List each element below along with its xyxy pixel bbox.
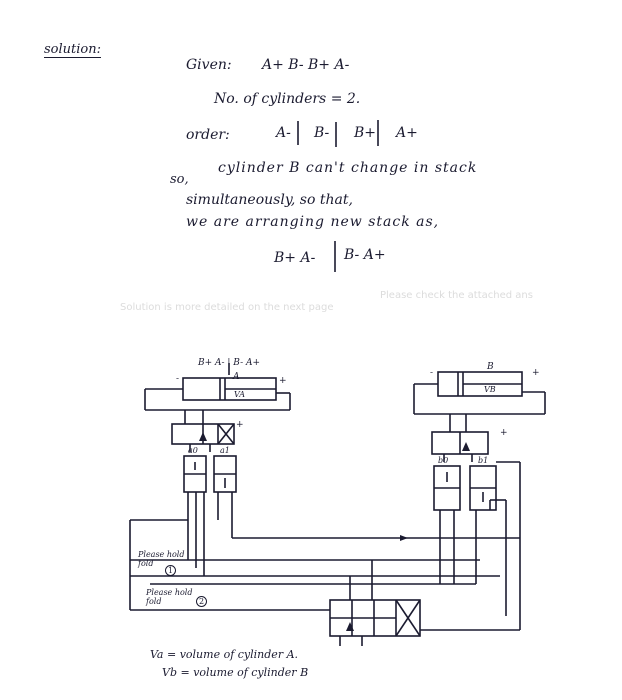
main-valve-b (431, 414, 489, 462)
explain-line-2: simultaneously, so that, (186, 192, 353, 208)
new-stack-left: B+ A- (274, 250, 316, 266)
valve-label-b0: b0 (438, 456, 449, 465)
explain-line-1: cylinder B can't change in stack (218, 160, 478, 176)
cylinder-a-minus: - (176, 374, 180, 384)
order-label: order: (186, 127, 230, 143)
limit-valves-b (433, 465, 507, 616)
cylinder-b-plus: + (532, 368, 540, 378)
cylinder-b-minus: - (430, 368, 434, 378)
bottom-valve-block (329, 599, 520, 646)
manual-valve-b-plus: + (500, 428, 508, 438)
definition-vb: Vb = volume of cylinder B (162, 666, 309, 679)
cylinder-a-volume: VA (234, 390, 246, 399)
flow-arrow-icon (400, 535, 408, 541)
definition-va: Va = volume of cylinder A. (150, 648, 299, 661)
cylinder-a (144, 377, 291, 411)
solution-heading: solution: (44, 42, 101, 58)
cylinder-b-volume: VB (484, 385, 496, 394)
bleed-through-text-2: Please check the attached ans (380, 290, 533, 301)
line-1-label: Please hold fold (138, 550, 185, 568)
order-separators (297, 120, 379, 272)
explain-line-3: we are arranging new stack as, (186, 214, 440, 230)
line-2-number: 2 (196, 596, 207, 607)
flow-arrow-icon (199, 432, 207, 441)
limit-valves-a (183, 455, 237, 576)
valve-label-b1: b1 (478, 456, 489, 465)
explain-prefix: so, (170, 172, 189, 187)
given-label: Given: (186, 57, 232, 73)
cylinder-b (413, 371, 546, 415)
pressure-lines (129, 461, 521, 630)
manual-valve-a-plus: + (236, 420, 244, 430)
order-part-2: B- (314, 125, 330, 141)
order-part-1: A- (276, 125, 291, 141)
new-stack-right: B- A+ (344, 247, 386, 263)
bleed-through-text-1: Solution is more detailed on the next pa… (120, 302, 334, 313)
line-1-number: 1 (165, 565, 176, 576)
cylinder-count: No. of cylinders = 2. (214, 91, 361, 107)
flow-arrow-icon (462, 442, 470, 451)
valve-label-a0: a0 (188, 446, 198, 455)
valve-label-a1: a1 (220, 446, 230, 455)
cylinder-a-name: A (233, 372, 240, 382)
sequence-label: B+ A- | B- A+ (198, 358, 261, 368)
line-2-label: Please hold fold (146, 588, 193, 606)
cylinder-b-name: B (487, 362, 494, 372)
order-part-3: B+ (354, 125, 377, 141)
cylinder-a-plus: + (279, 376, 287, 386)
flow-arrow-icon (346, 622, 354, 631)
given-value: A+ B- B+ A- (262, 57, 350, 73)
order-part-4: A+ (396, 125, 418, 141)
